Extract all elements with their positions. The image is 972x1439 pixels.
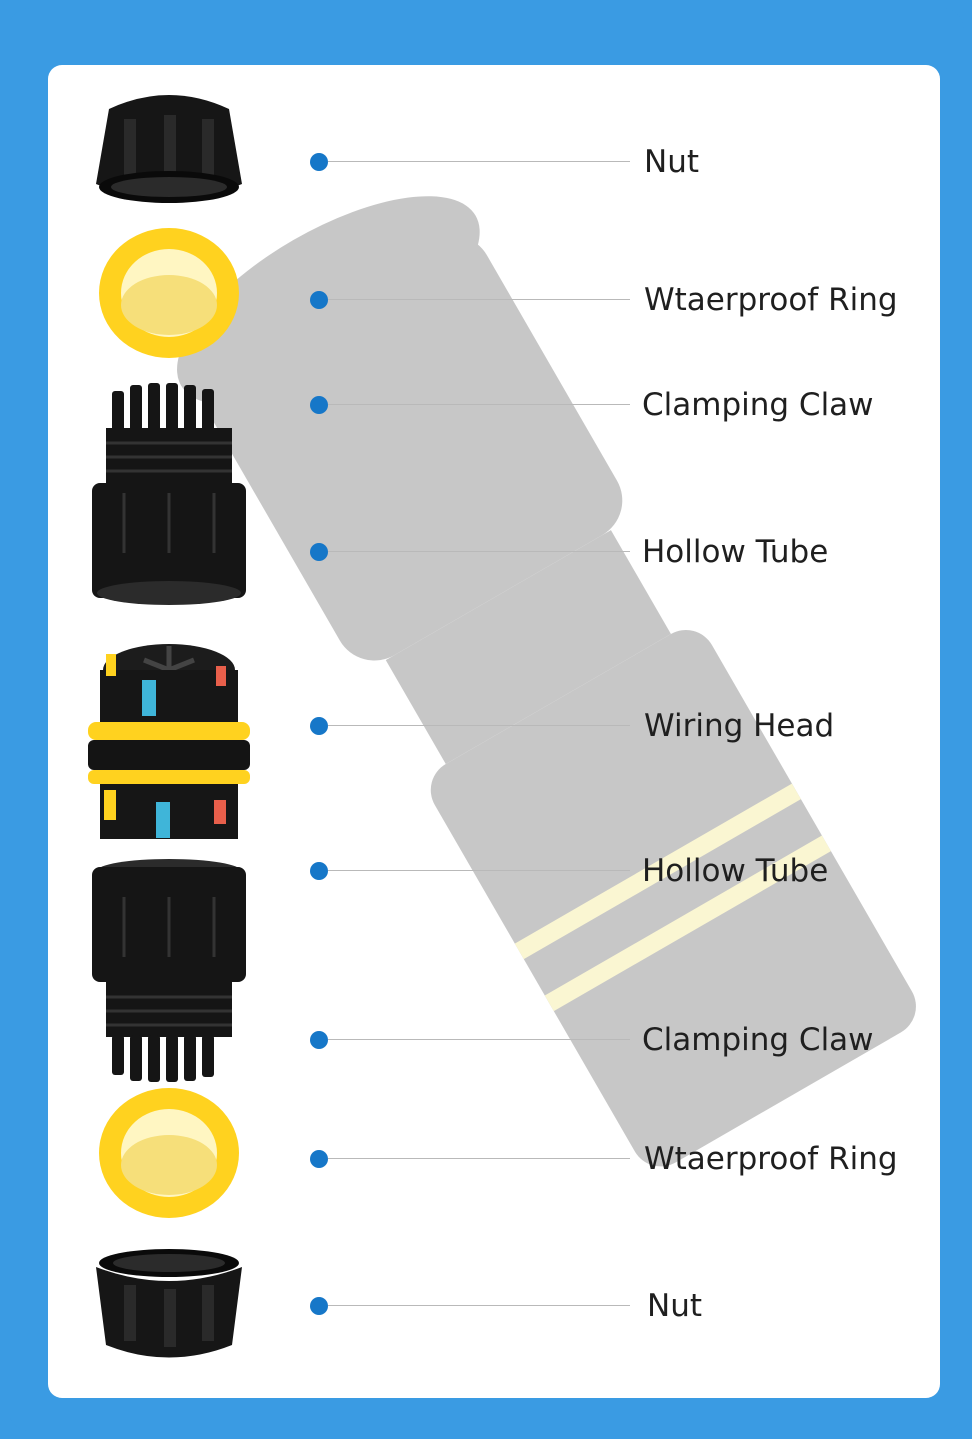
- callout-nut-bottom: Nut: [310, 1286, 940, 1326]
- part-label: Hollow Tube: [642, 534, 829, 570]
- callout-dot: [310, 862, 328, 880]
- part-label: Wtaerproof Ring: [644, 282, 898, 318]
- callout-waterproof-ring-top: Wtaerproof Ring: [310, 280, 940, 320]
- leader-line: [328, 299, 630, 300]
- callout-dot: [310, 1297, 328, 1315]
- callout-dot: [310, 396, 328, 414]
- product-panel: Nut Wtaerproof Ring Clamping Claw Hollow…: [48, 65, 940, 1398]
- assembled-connector-illustration: [177, 196, 916, 1167]
- callout-nut-top: Nut: [310, 142, 940, 182]
- leader-line: [328, 404, 630, 405]
- callout-dot: [310, 717, 328, 735]
- leader-line: [328, 870, 630, 871]
- outer-frame: Nut Wtaerproof Ring Clamping Claw Hollow…: [8, 8, 964, 1431]
- callout-dot: [310, 1031, 328, 1049]
- callout-clamping-claw-bottom: Clamping Claw: [310, 1020, 940, 1060]
- leader-line: [328, 1158, 630, 1159]
- nut-icon: [96, 95, 242, 203]
- hollow-tube-icon: [92, 859, 246, 1082]
- part-label: Hollow Tube: [642, 853, 829, 889]
- callout-wiring-head: Wiring Head: [310, 706, 940, 746]
- waterproof-ring-icon: [99, 1088, 239, 1218]
- leader-line: [328, 1039, 630, 1040]
- leader-line: [328, 161, 630, 162]
- leader-line: [328, 725, 630, 726]
- wiring-head-icon: [88, 644, 250, 839]
- callout-dot: [310, 543, 328, 561]
- nut-icon: [96, 1249, 242, 1358]
- part-label: Clamping Claw: [642, 387, 874, 423]
- part-label: Wiring Head: [644, 708, 835, 744]
- part-label: Nut: [644, 144, 699, 180]
- callout-dot: [310, 1150, 328, 1168]
- part-label: Nut: [647, 1288, 702, 1324]
- callout-dot: [310, 291, 328, 309]
- part-label: Clamping Claw: [642, 1022, 874, 1058]
- waterproof-ring-icon: [99, 228, 239, 358]
- leader-line: [328, 551, 630, 552]
- leader-line: [328, 1305, 630, 1306]
- clamping-claw-icon: [92, 383, 246, 605]
- callout-clamping-claw-top: Clamping Claw: [310, 385, 940, 425]
- part-label: Wtaerproof Ring: [644, 1141, 898, 1177]
- callout-hollow-tube-bottom: Hollow Tube: [310, 851, 940, 891]
- callout-hollow-tube-top: Hollow Tube: [310, 532, 940, 572]
- callout-waterproof-ring-bottom: Wtaerproof Ring: [310, 1139, 940, 1179]
- callout-dot: [310, 153, 328, 171]
